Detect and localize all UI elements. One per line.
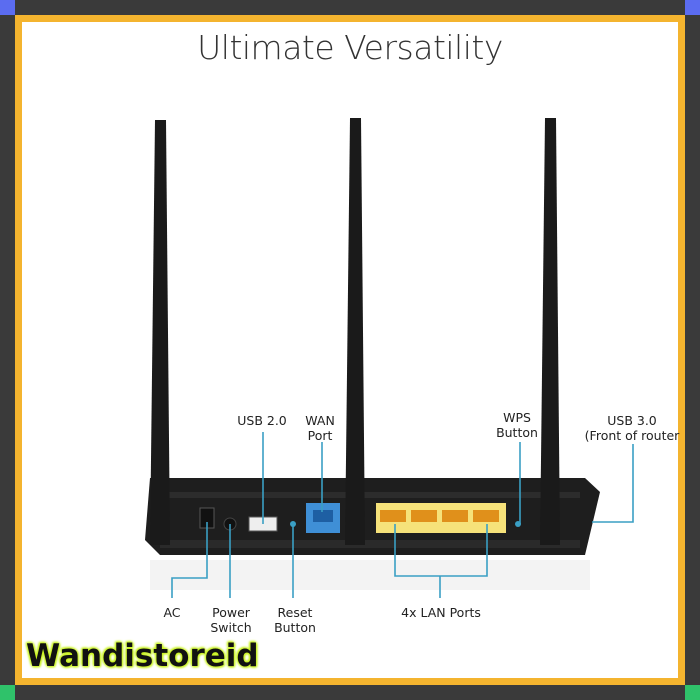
callout-lines [171,432,634,598]
label-usb3: USB 3.0(Front of router [584,413,680,443]
corner-decoration [0,0,15,15]
page-title: Ultimate Versatility [197,28,503,67]
antenna-right [540,118,560,545]
watermark: Wandistoreid [26,638,259,674]
corner-decoration [685,0,700,15]
label-ac: AC [163,605,181,620]
antenna-left [150,120,170,545]
label-usb2: USB 2.0 [237,413,287,428]
corner-decoration [685,685,700,700]
reflection [150,560,590,590]
corner-decoration [0,685,15,700]
antenna-center [345,118,365,545]
label-lan: 4x LAN Ports [401,605,481,620]
